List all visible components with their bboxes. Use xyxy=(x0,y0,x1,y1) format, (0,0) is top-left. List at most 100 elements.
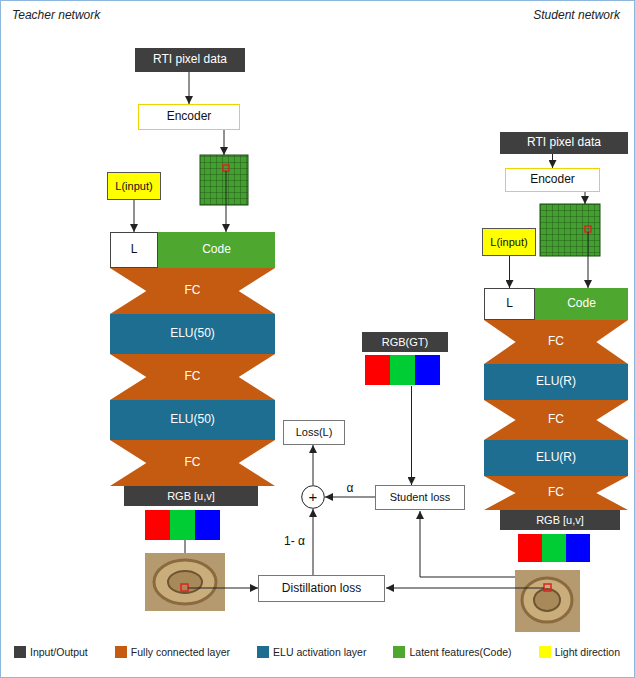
node-text: FC xyxy=(185,370,201,384)
node-text: ELU(50) xyxy=(170,327,215,341)
legend-swatch xyxy=(539,646,551,658)
fc-layer: FC xyxy=(484,476,628,510)
encoder-box: Encoder xyxy=(505,168,600,192)
fc-layer: FC xyxy=(110,354,275,400)
node-text: ELU(50) xyxy=(170,413,215,427)
arrow xyxy=(585,192,586,204)
legend-item: Input/Output xyxy=(14,646,88,658)
connector xyxy=(509,256,510,288)
node-text: L xyxy=(506,297,513,311)
legend-text: Light direction xyxy=(555,646,620,658)
node-text: ELU(R) xyxy=(536,451,576,465)
red-square xyxy=(518,534,542,562)
code-box: Code xyxy=(535,288,628,320)
node-text: FC xyxy=(185,456,201,470)
connector xyxy=(313,445,314,485)
legend-item: Latent features(Code) xyxy=(393,646,511,658)
connector xyxy=(134,200,135,232)
legend-item: Fully connected layer xyxy=(115,646,230,658)
sum-circle-shape xyxy=(302,486,325,509)
fc-bowtie-shape xyxy=(110,440,275,486)
node-text: L xyxy=(131,243,138,257)
light-box: L xyxy=(110,232,158,268)
node-text: RTI pixel data xyxy=(527,136,601,150)
legend-swatch xyxy=(257,646,269,658)
network-title: Teacher network xyxy=(12,8,100,22)
loss-box: Loss(L) xyxy=(283,420,345,445)
arrow xyxy=(226,171,227,232)
blue-square xyxy=(566,534,590,562)
node-text: Code xyxy=(567,297,596,311)
legend-text: Fully connected layer xyxy=(131,646,230,658)
light-input-box: L(input) xyxy=(107,172,161,200)
image-detail xyxy=(522,578,572,622)
code-box: Code xyxy=(158,232,275,268)
fc-bowtie-shape xyxy=(484,320,628,364)
io-box: RGB [u,v] xyxy=(500,510,620,530)
node-text: ELU(R) xyxy=(536,375,576,389)
io-box: RTI pixel data xyxy=(500,132,628,154)
node-text: Encoder xyxy=(167,110,212,124)
connector xyxy=(189,72,190,104)
pixel-marker xyxy=(223,165,229,171)
output-image xyxy=(515,570,580,632)
node-text: RGB [u,v] xyxy=(167,490,215,503)
node-text: FC xyxy=(548,413,564,427)
light-box: L xyxy=(484,288,535,320)
loss-box: Distillation loss xyxy=(258,575,385,602)
fc-bowtie-shape xyxy=(484,400,628,440)
node-text: RTI pixel data xyxy=(153,53,227,67)
pixel-marker xyxy=(585,226,591,232)
loss-box: Student loss xyxy=(375,485,465,510)
node-text: Encoder xyxy=(530,173,575,187)
arrow xyxy=(188,588,258,589)
connector xyxy=(313,509,314,575)
connector-line xyxy=(185,540,186,553)
image-detail xyxy=(168,571,202,593)
image-detail xyxy=(534,589,560,611)
fc-bowtie-shape xyxy=(484,476,628,510)
latent-grid xyxy=(540,204,600,256)
latent-grid xyxy=(200,155,248,205)
connector xyxy=(411,386,412,485)
node-text: RGB(GT) xyxy=(362,332,448,352)
fc-layer: FC xyxy=(110,268,275,314)
green-square xyxy=(542,534,566,562)
network-title: Student network xyxy=(533,8,620,22)
pixel-marker xyxy=(181,584,188,591)
node-text: FC xyxy=(185,284,201,298)
legend-text: ELU activation layer xyxy=(273,646,366,658)
encoder-box: Encoder xyxy=(138,104,240,130)
connector xyxy=(325,497,375,498)
arrow xyxy=(588,232,589,288)
elu-layer: ELU(R) xyxy=(484,440,628,476)
image-detail xyxy=(154,560,216,604)
legend-text: Latent features(Code) xyxy=(409,646,511,658)
fc-bowtie-shape xyxy=(110,268,275,314)
fc-layer: FC xyxy=(110,440,275,486)
ground-truth-box: RGB(GT) xyxy=(362,332,448,386)
legend-item: Light direction xyxy=(539,646,620,658)
io-box: RTI pixel data xyxy=(135,48,245,72)
legend: Input/Output Fully connected layer ELU act… xyxy=(14,646,620,658)
edge-label: 1- α xyxy=(282,535,307,548)
elu-layer: ELU(50) xyxy=(110,314,275,354)
arrow xyxy=(386,588,544,589)
connector xyxy=(552,154,553,168)
edge-label: α xyxy=(345,482,356,495)
elu-layer: ELU(50) xyxy=(110,400,275,440)
node-text: Student loss xyxy=(390,491,451,504)
node-text: L(input) xyxy=(490,236,527,249)
node-text: + xyxy=(309,488,318,505)
arrow xyxy=(224,130,225,155)
red-square xyxy=(365,355,390,385)
node-text: L(input) xyxy=(115,180,152,193)
green-square xyxy=(390,355,415,385)
blue-square xyxy=(195,510,220,540)
legend-swatch xyxy=(14,646,26,658)
elu-layer: ELU(R) xyxy=(484,364,628,400)
fc-layer: FC xyxy=(484,320,628,364)
sum-node: + xyxy=(301,485,325,509)
legend-swatch xyxy=(393,646,405,658)
